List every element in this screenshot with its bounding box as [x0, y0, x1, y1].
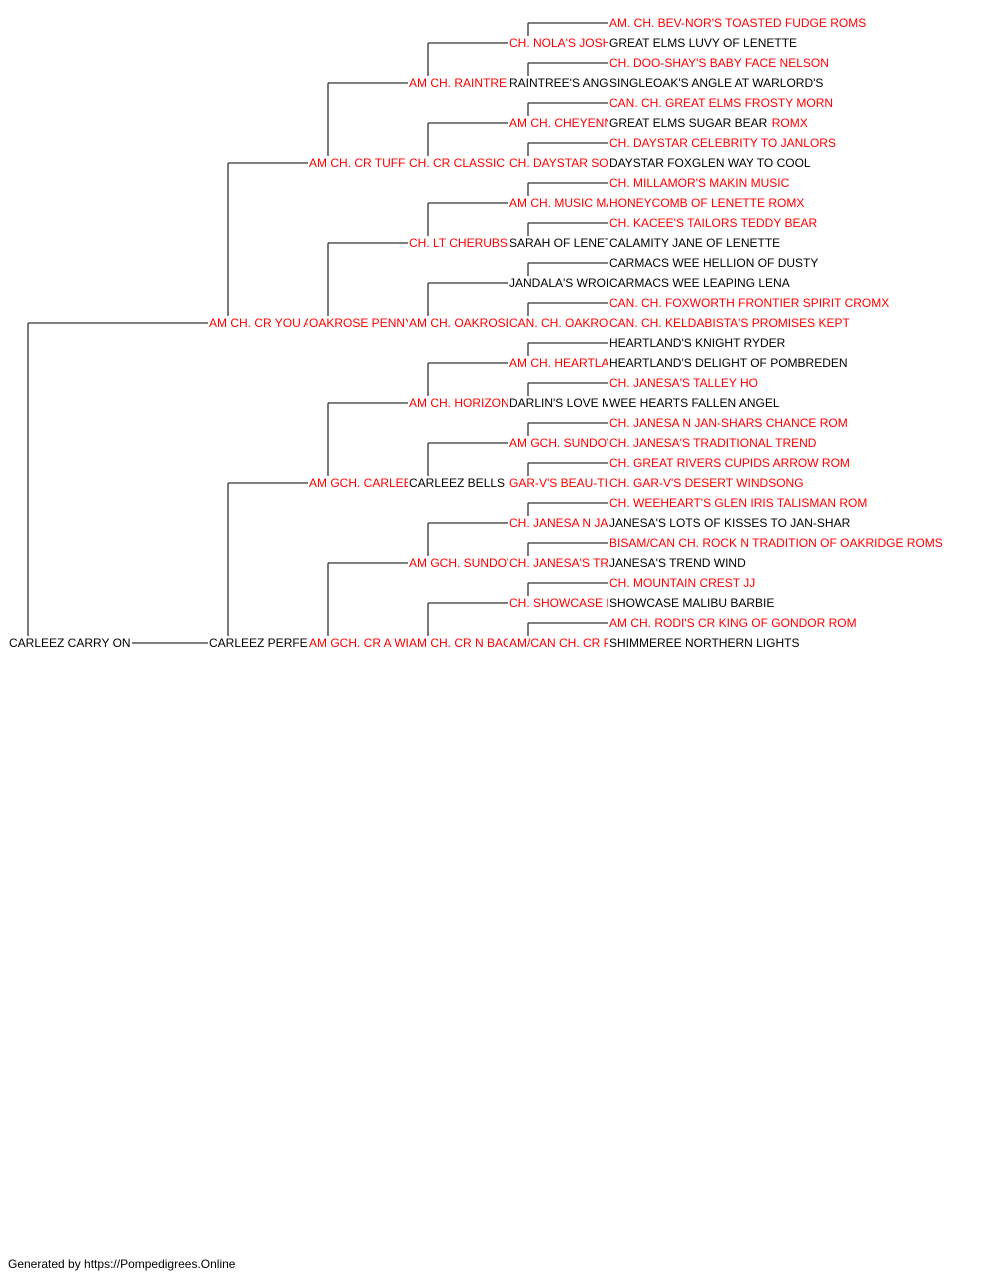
pedigree-name-gen4: SARAH OF LENETTE: [508, 236, 629, 250]
pedigree-name-gen5: GREAT ELMS SUGAR BEAR: [608, 116, 769, 130]
pedigree-name-gen5: CH. KACEE'S TAILORS TEDDY BEAR: [608, 216, 819, 230]
pedigree-name-gen5: SINGLEOAK'S ANGLE AT WARLORD'S: [608, 76, 825, 90]
pedigree-name-gen5: CH. GREAT RIVERS CUPIDS ARROW ROM: [608, 456, 851, 470]
pedigree-name-gen5: SHOWCASE MALIBU BARBIE: [608, 596, 776, 610]
footer-credit: Generated by https://Pompedigrees.Online: [8, 1257, 236, 1271]
pedigree-name-gen5: CH. JANESA'S TALLEY HO: [608, 376, 760, 390]
pedigree-name-gen5: CH. JANESA N JAN-SHARS CHANCE ROM: [608, 416, 849, 430]
pedigree-name-gen5: CAN. CH. GREAT ELMS FROSTY MORN: [608, 96, 835, 110]
pedigree-name-gen5: CH. MOUNTAIN CREST JJ: [608, 576, 757, 590]
pedigree-name-gen5: HONEYCOMB OF LENETTE ROMX: [608, 196, 806, 210]
pedigree-name-gen0: CARLEEZ CARRY ON: [8, 636, 132, 650]
pedigree-name-gen5: CAN. CH. KELDABISTA'S PROMISES KEPT: [608, 316, 851, 330]
pedigree-name-gen5: JANESA'S TREND WIND: [608, 556, 747, 570]
pedigree-name-gen5: CARMACS WEE HELLION OF DUSTY: [608, 256, 820, 270]
pedigree-name-gen5: CH. MILLAMOR'S MAKIN MUSIC: [608, 176, 791, 190]
pedigree-name-gen5: CAN. CH. FOXWORTH FRONTIER SPIRIT CROMX: [608, 296, 891, 310]
pedigree-name-gen5: HEARTLAND'S KNIGHT RYDER: [608, 336, 787, 350]
pedigree-name-gen5: AM. CH. BEV-NOR'S TOASTED FUDGE ROMS: [608, 16, 868, 30]
pedigree-name-gen5: DAYSTAR FOXGLEN WAY TO COOL: [608, 156, 812, 170]
pedigree-name-gen5: SHIMMEREE NORTHERN LIGHTS: [608, 636, 801, 650]
pedigree-name-gen5: CH. DOO-SHAY'S BABY FACE NELSON: [608, 56, 830, 70]
pedigree-name-gen5: AM CH. RODI'S CR KING OF GONDOR ROM: [608, 616, 858, 630]
pedigree-name-gen5: JANESA'S LOTS OF KISSES TO JAN-SHAR: [608, 516, 852, 530]
pedigree-name-gen5: WEE HEARTS FALLEN ANGEL: [608, 396, 781, 410]
pedigree-name-gen5: HEARTLAND'S DELIGHT OF POMBREDEN: [608, 356, 849, 370]
pedigree-name-gen5: GREAT ELMS LUVY OF LENETTE: [608, 36, 799, 50]
pedigree-name-gen5: CALAMITY JANE OF LENETTE: [608, 236, 782, 250]
pedigree-name-gen5: BISAM/CAN CH. ROCK N TRADITION OF OAKRID…: [608, 536, 944, 550]
pedigree-name-gen5: CH. GAR-V'S DESERT WINDSONG: [608, 476, 805, 490]
pedigree-name-gen5: CARMACS WEE LEAPING LENA: [608, 276, 791, 290]
pedigree-name-gen5: CH. WEEHEART'S GLEN IRIS TALISMAN ROM: [608, 496, 869, 510]
pedigree-name-gen5: CH. JANESA'S TRADITIONAL TREND: [608, 436, 818, 450]
pedigree-name-gen5: CH. DAYSTAR CELEBRITY TO JANLORS: [608, 136, 837, 150]
